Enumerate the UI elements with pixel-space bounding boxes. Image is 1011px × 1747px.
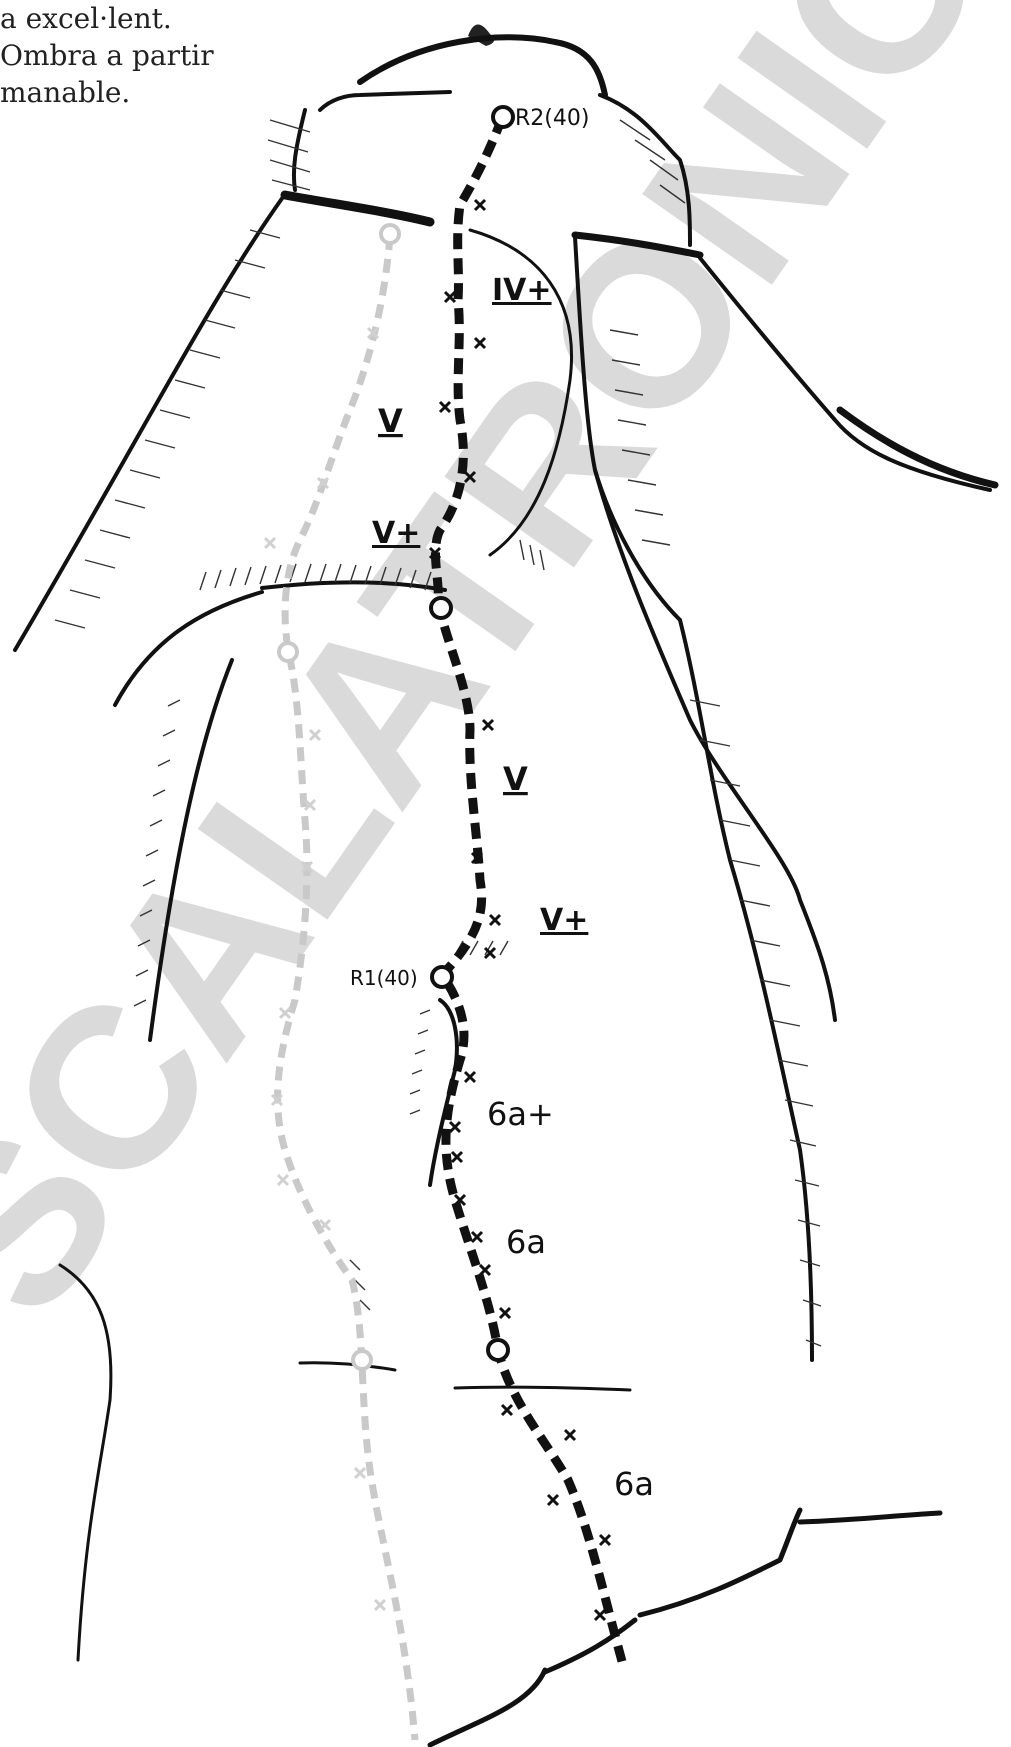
belay-label-r1: R1(40) [350,966,418,990]
grade-label: V [503,760,528,798]
belay-r1 [432,967,452,987]
grade-label: V+ [372,516,420,551]
belay-station [431,598,451,618]
grade-label: V [378,402,403,440]
grade-label: 6a [614,1465,654,1503]
grade-label: 6a [506,1223,546,1261]
grade-label: IV+ [492,273,552,308]
grade-label: 6a+ [487,1095,554,1133]
belay-label-r2: R2(40) [515,106,589,131]
belay-station [488,1340,508,1360]
grade-label: V+ [540,903,588,938]
watermark: SCALATRONIC [0,0,1011,1358]
belay-r2 [493,107,513,127]
